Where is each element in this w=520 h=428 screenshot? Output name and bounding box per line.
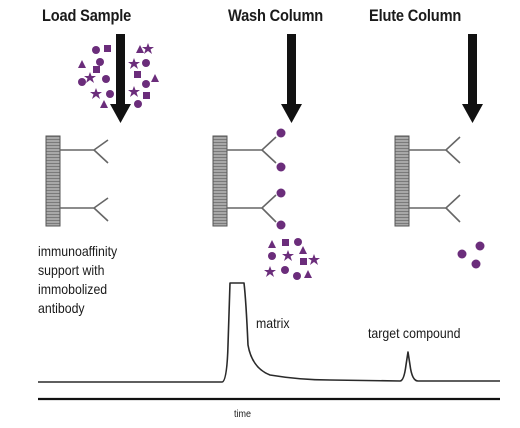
step-title-load-sample: Load Sample	[42, 6, 132, 25]
antibody-2b	[227, 194, 277, 223]
support-column-3	[394, 135, 461, 227]
antibody-3a	[409, 136, 461, 164]
bound-target-particle	[276, 220, 286, 230]
arrow-elute-column	[462, 34, 483, 123]
bound-target-particle	[276, 128, 286, 138]
matrix-label: matrix	[256, 315, 290, 331]
support-column-2	[212, 128, 286, 230]
support-label: immunoaffinity support with immobolized …	[38, 242, 117, 318]
antibody-3b	[409, 194, 461, 223]
eluted-target-particles	[457, 241, 485, 269]
support-label-line-1: immunoaffinity	[38, 243, 118, 259]
support-column-1	[45, 135, 109, 227]
bound-target-particle	[276, 162, 286, 172]
arrow-load-sample	[110, 34, 131, 123]
bound-target-particle	[276, 188, 286, 198]
step-title-wash-column: Wash Column	[228, 6, 324, 25]
sample-particle-cluster	[78, 43, 159, 108]
time-axis-label: time	[234, 409, 252, 420]
antibody-1b	[60, 197, 109, 222]
arrow-wash-column	[281, 34, 302, 123]
support-label-line-2: support with	[38, 262, 105, 278]
antibody-1a	[60, 139, 109, 164]
chromatogram-trace	[38, 282, 500, 383]
support-label-line-3: immobolized	[38, 281, 108, 297]
antibody-2a	[227, 136, 277, 164]
matrix-particle-cluster	[264, 238, 320, 280]
target-compound-label: target compound	[368, 325, 461, 341]
step-title-elute-column: Elute Column	[369, 6, 462, 25]
support-label-line-4: antibody	[38, 300, 85, 316]
